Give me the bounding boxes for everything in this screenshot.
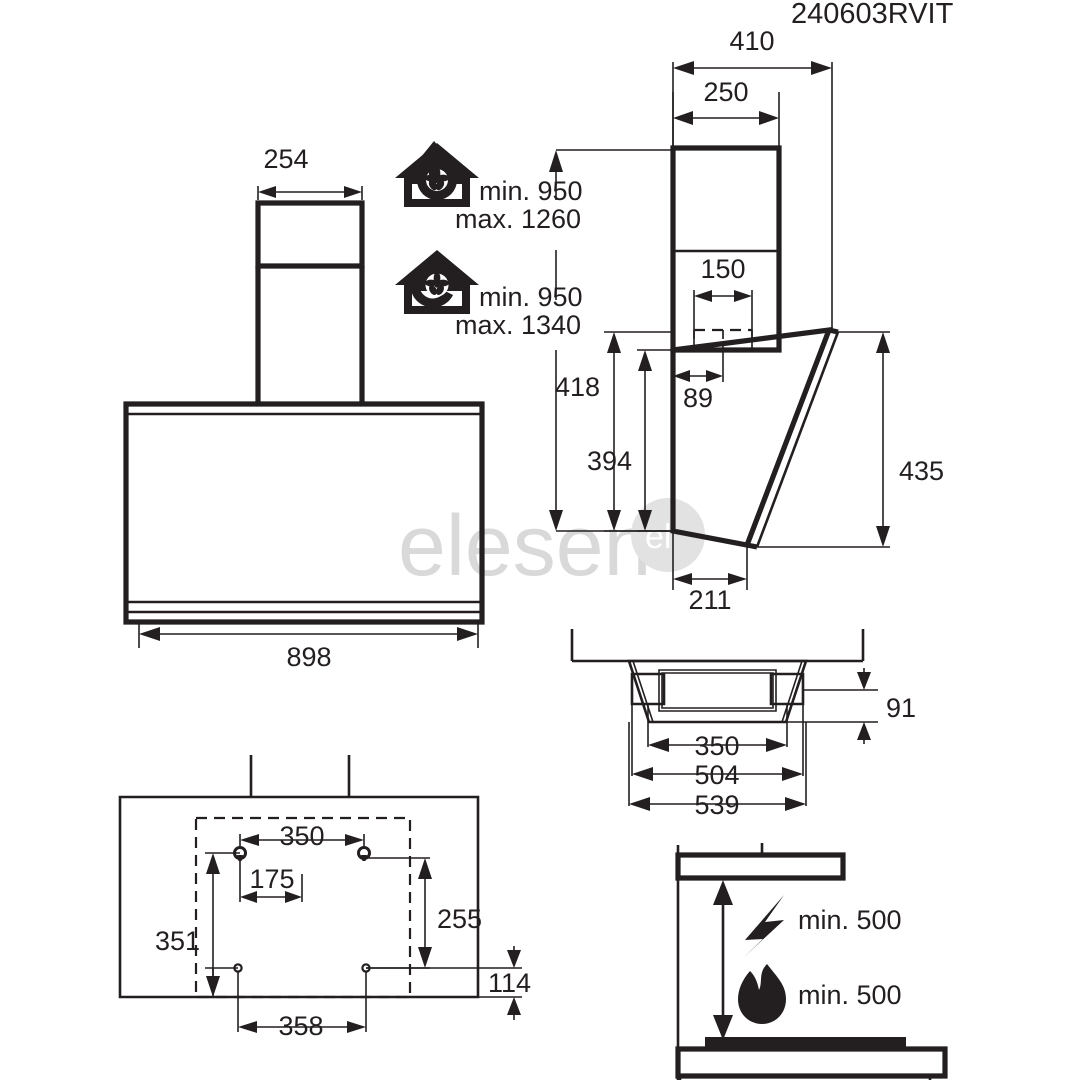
clearance-worktop [675, 1046, 948, 1079]
chimney-upper-section [255, 200, 365, 269]
hob-clearance-diagram: min. 500 min. 500 [675, 843, 948, 1080]
dim-back-offset: 89 [672, 350, 724, 413]
dim-depth-offset: 91 [717, 668, 916, 744]
dim-base-depth: 211 [672, 531, 748, 615]
page-title: 240603RVIT [791, 0, 954, 30]
house-recirculation-icon [395, 250, 479, 314]
dim-outer-width: 539 [628, 722, 807, 820]
dim-value-435: 435 [899, 456, 944, 486]
dim-chimney-width: 254 [257, 144, 363, 200]
clearance-hob-slab [705, 1037, 906, 1049]
mode-note-1-line1: min. 950 [479, 176, 583, 206]
template-keyhole-top-right [357, 846, 371, 861]
dim-hole-spacing-top: 350 [239, 821, 365, 851]
dim-hole-spacing-bottom: 358 [237, 972, 367, 1041]
dim-front-height: 435 [757, 331, 944, 548]
plan-view: 91 350 504 539 [570, 629, 916, 820]
dim-value-351: 351 [155, 926, 200, 956]
dim-value-254: 254 [263, 144, 308, 174]
clearance-label-gas: min. 500 [798, 980, 902, 1010]
mode-note-2-line2: max. 1340 [455, 310, 581, 340]
house-exhaust-icon [395, 141, 479, 207]
mode-note-1-line2: max. 1260 [455, 204, 581, 234]
clearance-label-electric: min. 500 [798, 905, 902, 935]
dim-value-150: 150 [700, 254, 745, 284]
dim-bottom-offset: 114 [366, 946, 531, 1020]
dim-value-255: 255 [437, 904, 482, 934]
template-hood-footprint [194, 816, 412, 999]
dim-installation-height [549, 149, 673, 532]
plan-bracket-left [630, 672, 666, 706]
dim-canopy-height: 418 [555, 331, 673, 532]
plan-center-panel [658, 669, 777, 712]
dim-chimney-depth: 250 [672, 77, 780, 148]
chimney-lower-section [255, 266, 365, 404]
wall-mounting-template: 350 175 351 255 [118, 755, 531, 1041]
side-glass-panel-caps [746, 327, 839, 550]
hood-body-outline [123, 401, 485, 625]
dim-value-175: 175 [249, 864, 294, 894]
template-hanger-lines [249, 755, 351, 797]
clearance-hood-bar [675, 852, 846, 881]
dim-value-91: 91 [886, 693, 916, 723]
dim-value-350-plan: 350 [694, 731, 739, 761]
dim-inner-width: 504 [631, 704, 804, 790]
lightning-bolt-icon [743, 895, 784, 958]
dim-bracket-spacing: 350 [647, 704, 788, 761]
dim-value-418: 418 [555, 372, 600, 402]
mode-notes: min. 950 max. 1260 min. 950 max. 1340 [395, 141, 583, 340]
dim-value-410: 410 [729, 26, 774, 56]
dim-value-358: 358 [278, 1011, 323, 1041]
plan-reference-bracket [570, 629, 865, 663]
front-elevation: 254 898 [123, 144, 485, 672]
dim-value-898: 898 [286, 642, 331, 672]
dim-value-89: 89 [683, 383, 713, 413]
dim-value-504: 504 [694, 760, 739, 790]
mode-note-2-line1: min. 950 [479, 282, 583, 312]
dim-outlet-diameter: 150 [693, 254, 753, 352]
dim-hole-offset: 175 [239, 857, 303, 903]
dim-value-250: 250 [703, 77, 748, 107]
dim-value-211: 211 [688, 585, 731, 615]
dim-body-height: 394 [587, 349, 673, 532]
dim-height-right: 255 [364, 857, 482, 969]
side-elevation: 410 250 150 [549, 26, 944, 615]
dim-value-350-template: 350 [279, 821, 324, 851]
side-glass-panel-edge [755, 331, 840, 548]
side-chimney-outline [670, 145, 782, 353]
dim-height-left: 351 [155, 852, 240, 997]
dim-value-394: 394 [587, 446, 632, 476]
watermark-logo-letters: el [645, 518, 671, 556]
dim-body-width: 898 [138, 622, 479, 672]
flame-icon [738, 964, 786, 1024]
dim-value-114: 114 [488, 968, 531, 998]
clearance-arrow [713, 880, 733, 1040]
dim-depth-total: 410 [672, 26, 833, 330]
dim-value-539: 539 [694, 790, 739, 820]
